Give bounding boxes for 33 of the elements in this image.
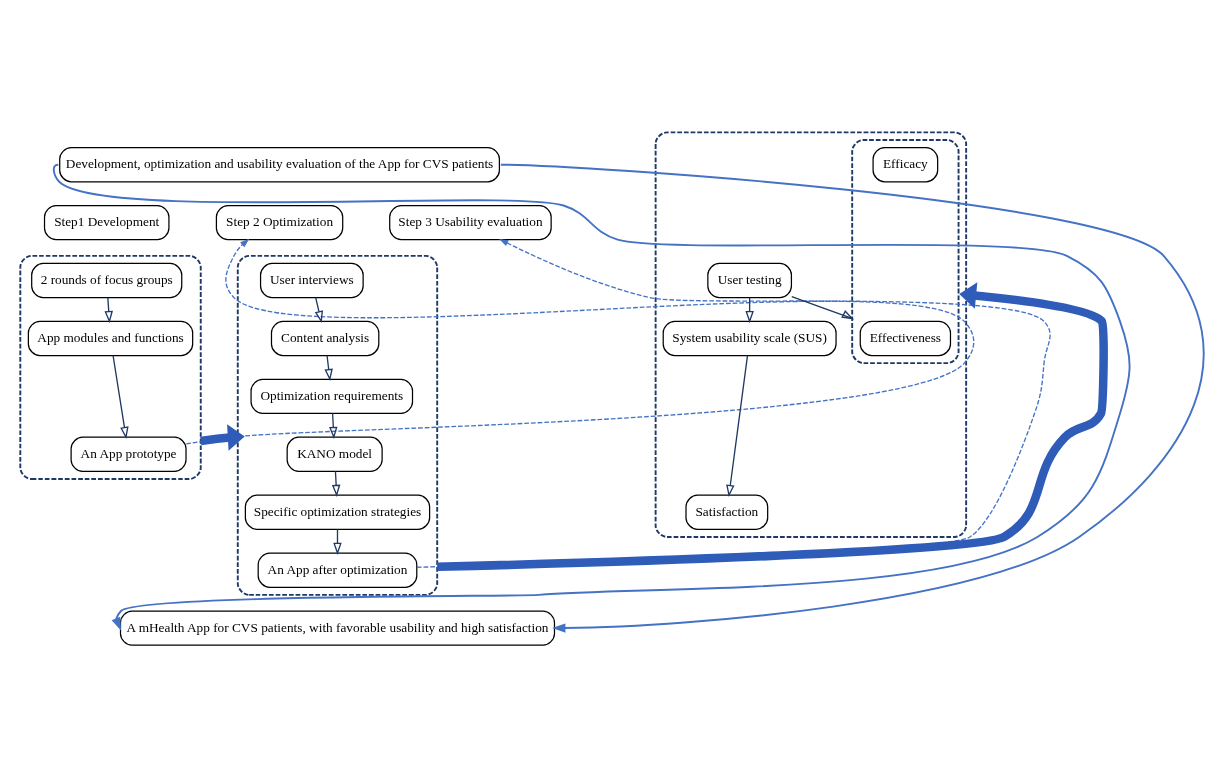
cluster bbox=[654, 130, 968, 538]
node-box: Specific optimization strategies bbox=[244, 494, 431, 530]
node-box: Step1 Development bbox=[43, 204, 170, 240]
arrow bbox=[331, 470, 341, 497]
node-box: User interviews bbox=[259, 262, 364, 298]
node-box: A mHealth App for CVS patients, with favorable usability and high satisfaction bbox=[119, 609, 556, 646]
arrow bbox=[437, 281, 1108, 571]
node-box: Step 3 Usability evaluation bbox=[389, 204, 552, 240]
node-box: Step 2 Optimization bbox=[215, 204, 344, 240]
node-box: User testing bbox=[707, 262, 793, 298]
cluster bbox=[19, 254, 202, 480]
arrow bbox=[185, 238, 975, 444]
node-box: An App after optimization bbox=[257, 551, 418, 588]
node-box: An App prototype bbox=[70, 436, 187, 472]
node-box: Effectiveness bbox=[859, 320, 952, 356]
node-box: App modules and functions bbox=[27, 320, 194, 356]
arrow bbox=[791, 295, 854, 319]
node-box: Development, optimization and usability evaluation of the App for CVS patients bbox=[59, 146, 500, 182]
cluster bbox=[236, 254, 439, 596]
arrow bbox=[112, 354, 129, 439]
arrow bbox=[329, 412, 338, 439]
node-box: Efficacy bbox=[872, 146, 939, 182]
arrow bbox=[200, 423, 245, 451]
node-box: Satisfaction bbox=[685, 494, 769, 530]
arrow bbox=[499, 163, 1205, 633]
node-box: Content analysis bbox=[270, 320, 380, 356]
node-box: 2 rounds of focus groups bbox=[31, 262, 183, 298]
node-box: Optimization requirements bbox=[250, 378, 414, 414]
arrow bbox=[104, 296, 113, 323]
arrow bbox=[726, 354, 749, 497]
node-box: System usability scale (SUS) bbox=[662, 320, 837, 356]
cluster bbox=[851, 138, 960, 364]
node-box: KANO model bbox=[286, 436, 383, 472]
